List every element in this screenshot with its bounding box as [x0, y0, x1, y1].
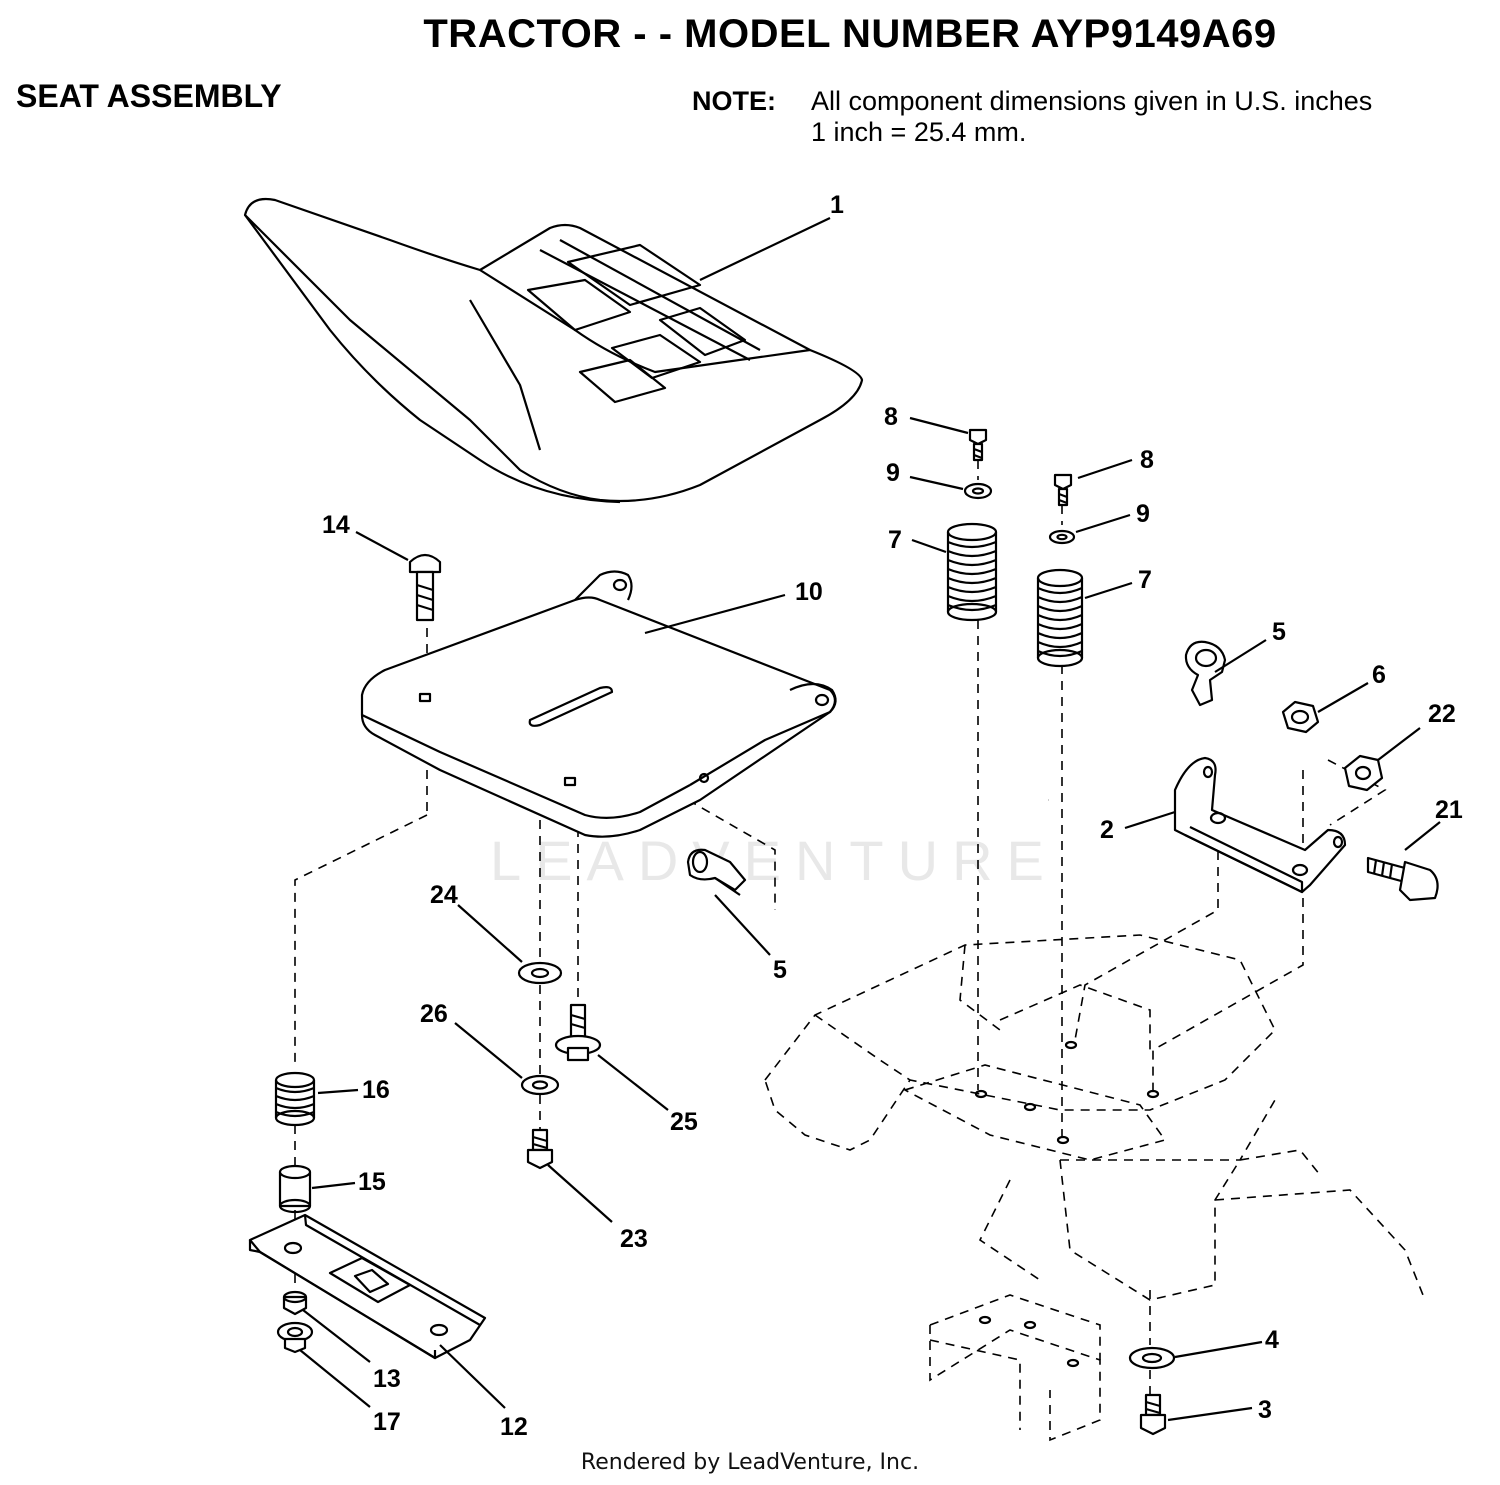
callout-9-right: 9 — [1136, 500, 1150, 528]
callout-23: 23 — [620, 1225, 648, 1253]
switch-clip-part-5-right[interactable] — [1184, 640, 1227, 707]
callout-17: 17 — [373, 1408, 401, 1436]
washer-part-9-left[interactable] — [963, 482, 993, 500]
spacer-part-15[interactable] — [278, 1164, 312, 1214]
bolt-part-23[interactable] — [526, 1128, 554, 1170]
alignment-lines — [294, 460, 1387, 1395]
switch-clip-part-5-left[interactable] — [686, 848, 747, 896]
callout-8-right: 8 — [1140, 446, 1154, 474]
page-title: TRACTOR - - MODEL NUMBER AYP9149A69 — [423, 12, 1277, 56]
washer-part-4[interactable] — [1128, 1346, 1176, 1370]
callout-1: 1 — [830, 191, 844, 219]
seat-part-1[interactable] — [243, 197, 864, 504]
washer-part-9-right[interactable] — [1048, 529, 1076, 545]
callout-7-left: 7 — [888, 526, 902, 554]
bolt-part-3[interactable] — [1139, 1393, 1167, 1436]
callout-7-right: 7 — [1138, 566, 1152, 594]
shoulder-bolt-part-25[interactable] — [554, 1003, 602, 1062]
callout-15: 15 — [358, 1168, 386, 1196]
watermark-text: LEADVENTURE — [490, 829, 1058, 892]
note-label: NOTE: — [692, 86, 776, 116]
nut-part-17[interactable] — [276, 1321, 314, 1354]
shoulder-bolt-part-21[interactable] — [1366, 856, 1439, 902]
seat-bracket-part-12[interactable] — [248, 1213, 487, 1360]
footer-credit: Rendered by LeadVenture, Inc. — [580, 1450, 920, 1475]
callout-12: 12 — [500, 1413, 528, 1441]
bolt-part-8-left[interactable] — [968, 428, 988, 462]
spring-part-16[interactable] — [274, 1071, 316, 1127]
callout-26: 26 — [420, 1000, 448, 1028]
callout-9-left: 9 — [886, 459, 900, 487]
note-line-1: All component dimensions given in U.S. i… — [811, 86, 1373, 116]
callout-6: 6 — [1372, 661, 1386, 689]
note-line-2: 1 inch = 25.4 mm. — [811, 117, 1027, 147]
hinge-bracket-part-2[interactable] — [1173, 756, 1347, 894]
callout-24: 24 — [430, 881, 458, 909]
callout-5-right: 5 — [1272, 618, 1286, 646]
spring-part-7-right[interactable] — [1036, 568, 1084, 668]
fender-holes — [974, 1040, 1160, 1368]
washer-part-26[interactable] — [520, 1074, 560, 1096]
callout-3: 3 — [1258, 1396, 1272, 1424]
callout-8-left: 8 — [884, 403, 898, 431]
callout-16: 16 — [362, 1076, 390, 1104]
callout-21: 21 — [1435, 796, 1463, 824]
callout-4: 4 — [1265, 1326, 1279, 1354]
fender-outline — [764, 934, 1426, 1442]
callout-14: 14 — [322, 511, 350, 539]
nut-part-6[interactable] — [1281, 700, 1320, 734]
callout-5-left: 5 — [773, 956, 787, 984]
spring-part-7-left[interactable] — [946, 522, 998, 622]
bolt-part-8-right[interactable] — [1053, 473, 1073, 507]
callout-2: 2 — [1100, 816, 1114, 844]
callout-25: 25 — [670, 1108, 698, 1136]
section-title: SEAT ASSEMBLY — [16, 78, 282, 114]
callout-22: 22 — [1428, 700, 1456, 728]
nut-part-22[interactable] — [1343, 754, 1384, 792]
callout-10: 10 — [795, 578, 823, 606]
callout-13: 13 — [373, 1365, 401, 1393]
seat-pan-part-10[interactable] — [360, 570, 837, 838]
washer-part-24[interactable] — [517, 961, 563, 985]
carriage-bolt-part-14[interactable] — [408, 553, 442, 622]
nut-part-13[interactable] — [282, 1290, 308, 1316]
